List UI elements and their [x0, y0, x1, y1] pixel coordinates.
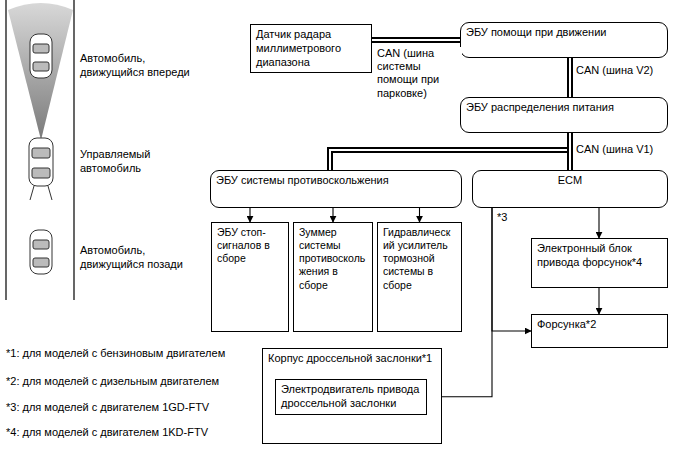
- throttle-body-box: Корпус дроссельной заслонки*1Электродвиг…: [262, 348, 442, 444]
- assembly-box: Зуммер системы противоскольжения в сборе: [293, 222, 373, 332]
- node-text: ЭБУ стоп-сигналов в сборе: [217, 226, 283, 265]
- driver-box: Электронный блок привода форсунок*4: [531, 238, 668, 288]
- can-bus: [372, 40, 460, 41]
- signal-line: [333, 208, 334, 222]
- signal-line: [492, 208, 531, 331]
- signal-line: [599, 288, 600, 314]
- connector-line: [492, 208, 531, 331]
- car-label: Автомобиль, движущийся позади: [80, 244, 190, 272]
- can-bus: [330, 133, 570, 170]
- can-bus: [570, 58, 571, 97]
- footnote: *1: для моделей с бензиновым двигателем: [6, 347, 256, 361]
- signal-line: [419, 208, 420, 222]
- signal-line: [599, 208, 600, 238]
- front-car: [30, 34, 52, 78]
- bus-inner: [569, 133, 571, 170]
- connector-line: [330, 133, 570, 170]
- connector-line: [598, 288, 599, 314]
- node-text: Электронный блок привода форсунок*4: [537, 242, 662, 270]
- connector-line: [567, 133, 573, 170]
- bus-inner: [569, 58, 571, 97]
- node-text: Гидравлический усилитель тормозной систе…: [383, 226, 456, 292]
- footnote: *4: для моделей с двигателем 1KD-FTV: [6, 426, 256, 440]
- node-text: Зуммер системы противоскольжения в сборе: [299, 226, 367, 292]
- node-text: ЭБУ системы противоскольжения: [216, 174, 456, 188]
- connector-line: [419, 208, 420, 222]
- car-label: Управляемый автомобиль: [80, 148, 190, 176]
- node-text: Электродвигатель привода дроссельной зас…: [281, 383, 421, 411]
- node-text: ЭБУ помощи при движении: [466, 26, 662, 40]
- radar-sensor-box: Датчик радара миллиметрового диапазона: [250, 24, 372, 73]
- road-edge: [5, 0, 6, 300]
- bus-label: CAN (шина системы помощи при парковке): [376, 47, 462, 100]
- node-text: ECM: [478, 174, 662, 188]
- connector-line: [567, 58, 573, 97]
- node-text: ЭБУ распределения питания: [466, 101, 662, 115]
- motor-box: Электродвигатель привода дроссельной зас…: [275, 379, 427, 415]
- can-bus: [570, 133, 571, 170]
- node-text: Датчик радара миллиметрового диапазона: [256, 28, 366, 69]
- car-label: Автомобиль, движущийся впереди: [80, 52, 190, 80]
- ecu-box: ЭБУ распределения питания: [460, 97, 668, 133]
- connector-line: [598, 208, 599, 238]
- footnote-marker: *3: [497, 211, 527, 225]
- injector-box: Форсунка*2: [531, 314, 668, 348]
- connector-line: [332, 208, 333, 222]
- radar-cone: [8, 3, 73, 140]
- node-text: Корпус дроссельной заслонки*1: [268, 352, 436, 366]
- assembly-box: Гидравлический усилитель тормозной систе…: [377, 222, 462, 332]
- footnote: *3: для моделей с двигателем 1GD-FTV: [6, 401, 256, 415]
- footnote: *2: для моделей с дизельным двигателем: [6, 375, 256, 389]
- road-edge: [73, 0, 74, 300]
- ecu-box: ЭБУ системы противоскольжения: [210, 170, 462, 208]
- ego-car: [29, 138, 53, 200]
- ecu-box: ЭБУ помощи при движении: [460, 22, 668, 58]
- connector-line: [249, 208, 250, 222]
- bus-label: CAN (шина V1): [575, 143, 654, 156]
- bus-label: CAN (шина V2): [575, 64, 654, 77]
- assembly-box: ЭБУ стоп-сигналов в сборе: [211, 222, 289, 332]
- bus-inner: [372, 39, 460, 41]
- node-text: Форсунка*2: [537, 318, 662, 332]
- connector-line: [372, 37, 460, 43]
- signal-line: [250, 208, 251, 222]
- bus-inner: [330, 133, 570, 170]
- rear-car: [30, 230, 52, 274]
- ecm-box: ECM: [472, 170, 668, 208]
